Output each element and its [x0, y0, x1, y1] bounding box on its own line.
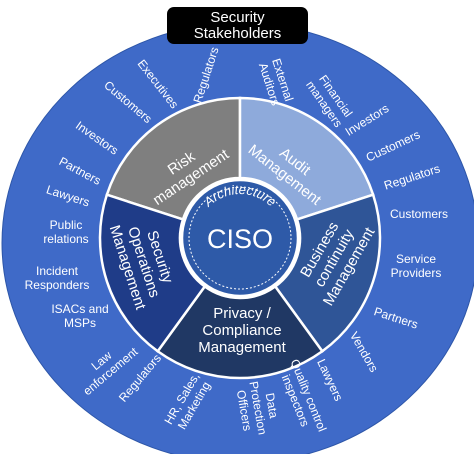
stakeholder-label-line: MSPs: [64, 316, 96, 330]
segment-bc: [273, 193, 382, 354]
segment-label-line: Management: [198, 339, 286, 356]
center-label: CISO: [207, 224, 273, 254]
diagram-title-line-2: Stakeholders: [193, 24, 282, 42]
segment-label-line: Privacy /: [213, 305, 271, 322]
stakeholder-customers-right-2: Customers: [390, 207, 448, 221]
stakeholder-label-line: Customers: [390, 207, 448, 221]
stakeholder-label-line: Providers: [391, 266, 442, 280]
stakeholder-label-line: ISACs and: [51, 302, 108, 316]
segment-risk: [105, 96, 242, 222]
segment-label-line: Compliance: [202, 322, 281, 339]
center-dashed-ring: [188, 186, 292, 290]
segment-privacy: [155, 284, 325, 380]
diagram-title-line-1: Security: [210, 8, 265, 26]
stakeholder-label-line: Responders: [25, 278, 90, 292]
stakeholder-label-line: Public: [50, 218, 83, 232]
center-circle: [180, 178, 300, 298]
diagram-title: Security Stakeholders: [167, 7, 308, 44]
stakeholder-label-line: relations: [43, 232, 88, 246]
stakeholder-label-line: Incident: [36, 264, 79, 278]
segment-secops: [98, 193, 207, 354]
stakeholder-label-line: Service: [396, 252, 436, 266]
stakeholder-label-line: Data: [263, 392, 281, 420]
segment-audit: [238, 96, 375, 222]
